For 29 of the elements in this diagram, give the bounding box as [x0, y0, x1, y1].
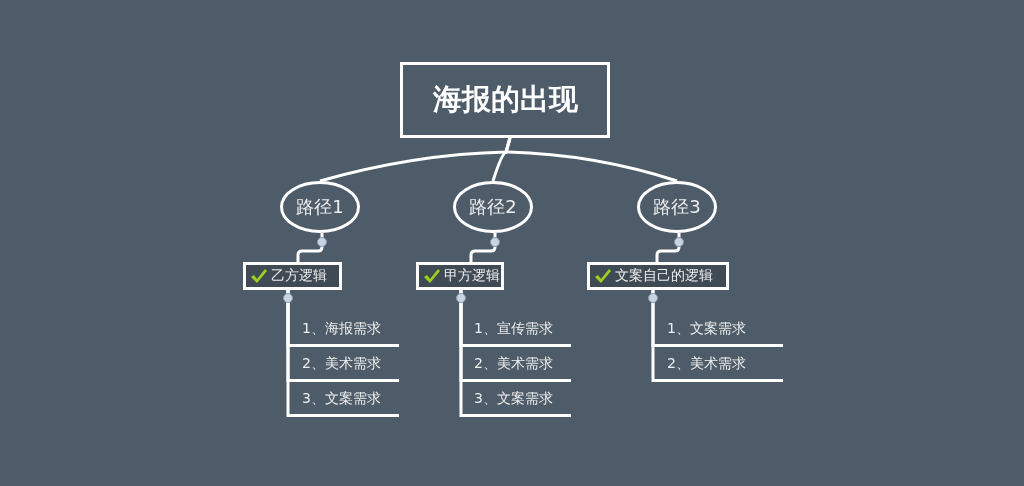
connector-line: [651, 290, 657, 382]
connector-line: [504, 137, 678, 183]
node-label: 文案自己的逻辑: [615, 267, 713, 285]
node-label: 甲方逻辑: [444, 267, 500, 285]
node-label: 路径1: [296, 195, 344, 219]
logic-box: [587, 262, 729, 290]
node-label: 1、海报需求: [302, 320, 381, 338]
connector-line: [286, 290, 292, 417]
connector-line: [459, 290, 464, 417]
node-label: 路径3: [653, 195, 701, 219]
path-ellipse: [453, 181, 533, 233]
title-box: [400, 62, 610, 138]
logic-box: [416, 262, 504, 290]
node-label: 2、美术需求: [302, 355, 381, 373]
title-text: 海报的出现: [432, 81, 578, 118]
connector-line: [655, 233, 681, 262]
node-label: 2、美术需求: [667, 355, 746, 373]
connector-line: [296, 233, 324, 262]
path-ellipse: [280, 181, 360, 233]
node-label: 1、文案需求: [667, 320, 746, 338]
node-label: 3、文案需求: [474, 390, 553, 408]
logic-box: [243, 262, 342, 290]
connector-line: [469, 233, 497, 262]
node-label: 路径2: [469, 195, 517, 219]
path-ellipse: [637, 181, 717, 233]
node-label: 2、美术需求: [474, 355, 553, 373]
node-label: 乙方逻辑: [271, 267, 327, 285]
node-label: 3、文案需求: [302, 390, 381, 408]
node-label: 1、宣传需求: [474, 320, 553, 338]
